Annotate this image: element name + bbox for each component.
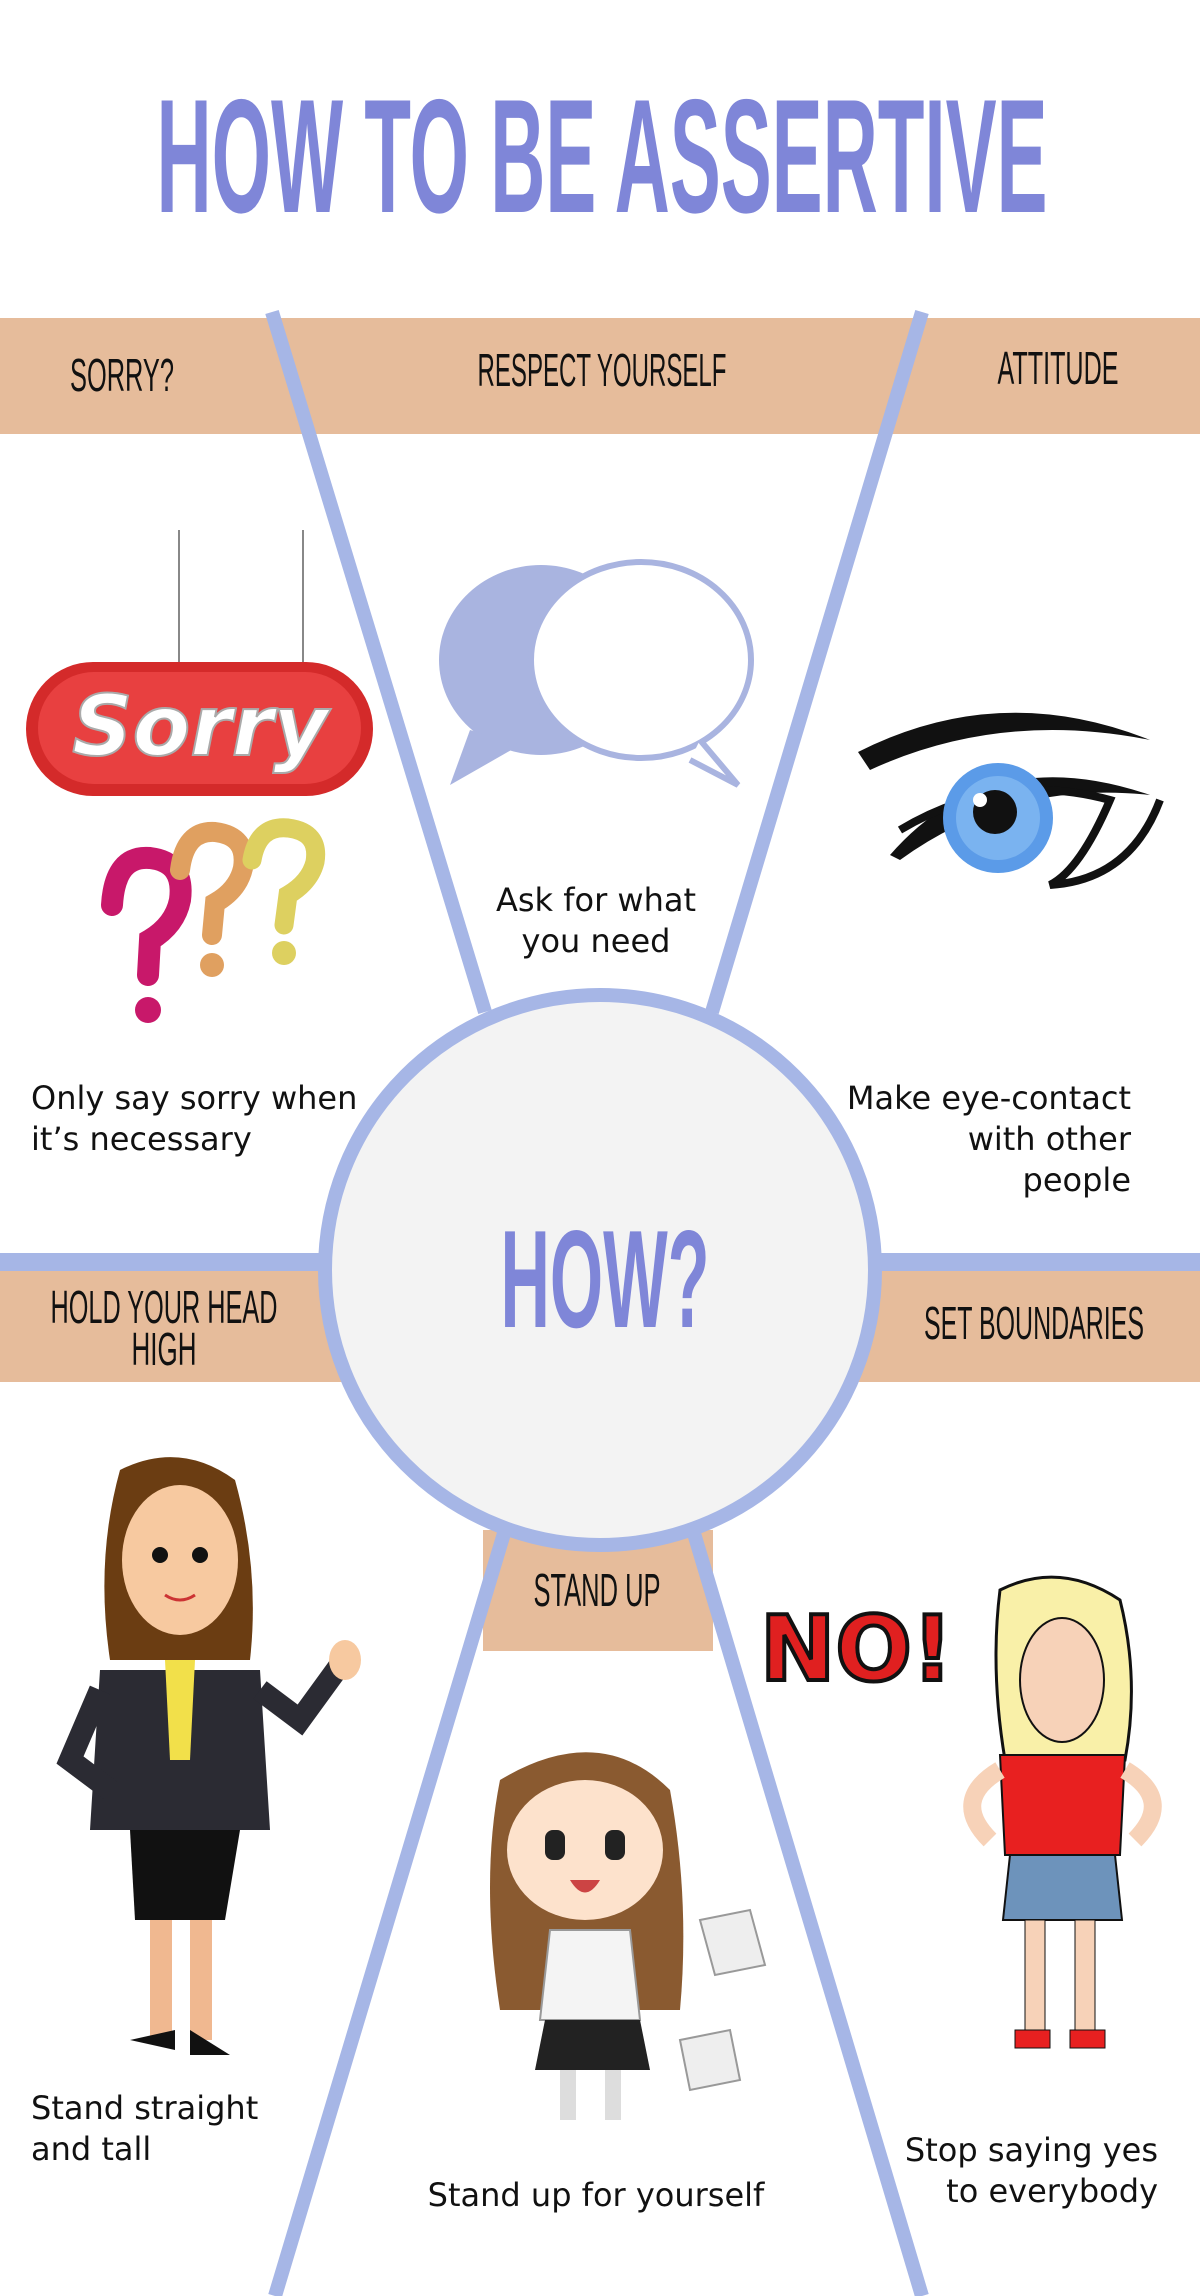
center-circle [318, 988, 882, 1552]
divider-bottom-left [268, 1527, 512, 2296]
divider-top-left [265, 309, 492, 1015]
divider-bottom-right [686, 1527, 929, 2296]
top-band [0, 318, 1200, 434]
text-stand: Stand up for yourself [427, 2176, 765, 2214]
divider-top-right [705, 309, 929, 1015]
